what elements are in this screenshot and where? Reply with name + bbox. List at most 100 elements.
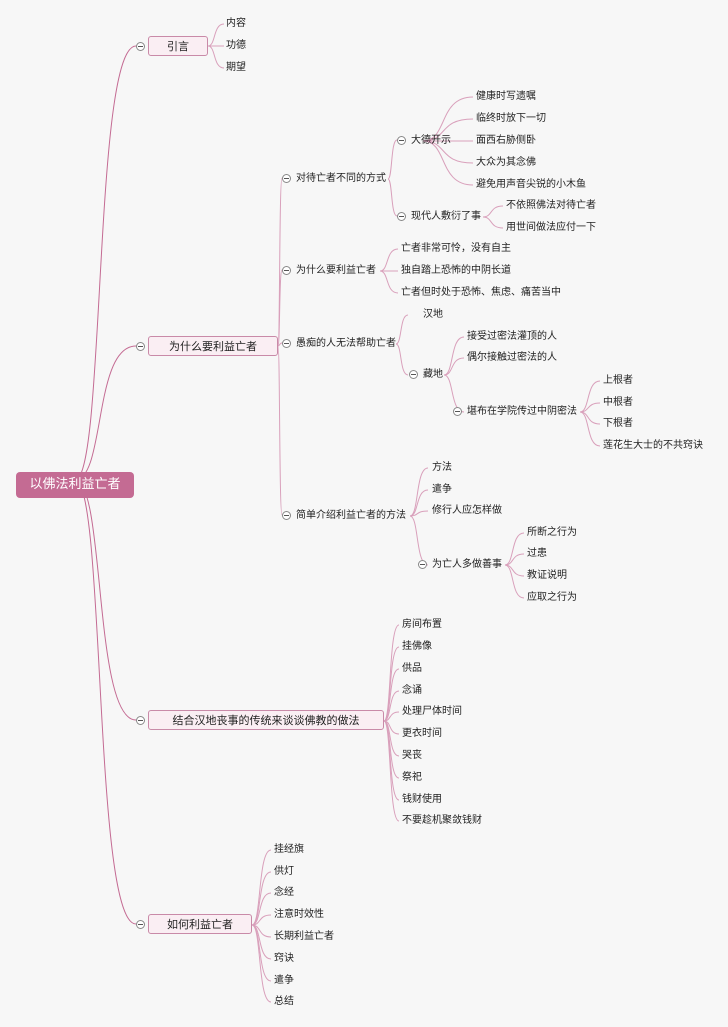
- topic-item[interactable]: 用世间做法应付一下: [506, 222, 596, 233]
- topic-methods[interactable]: 简单介绍利益亡者的方法: [296, 510, 406, 521]
- topic-item[interactable]: 窍诀: [274, 953, 294, 964]
- collapse-icon[interactable]: [418, 560, 427, 569]
- branch-link: [251, 914, 272, 926]
- collapse-icon[interactable]: [136, 42, 145, 51]
- branch-link: [383, 690, 400, 722]
- collapse-icon[interactable]: [282, 339, 291, 348]
- topic-hope[interactable]: 期望: [226, 62, 246, 73]
- collapse-icon[interactable]: [282, 511, 291, 520]
- topic-item[interactable]: 念诵: [402, 685, 422, 696]
- topic-tibet[interactable]: 藏地: [423, 369, 443, 380]
- topic-item[interactable]: 注意时效性: [274, 909, 324, 920]
- topic-reason[interactable]: 为什么要利益亡者: [296, 265, 376, 276]
- branch-link: [443, 357, 465, 376]
- topic-item[interactable]: 更衣时间: [402, 728, 442, 739]
- branch-link: [443, 374, 465, 413]
- branch-link: [277, 345, 283, 516]
- topic-ways[interactable]: 对待亡者不同的方式: [296, 173, 386, 184]
- collapse-icon[interactable]: [136, 920, 145, 929]
- topic-foolish[interactable]: 愚痴的人无法帮助亡者: [296, 338, 396, 349]
- collapse-icon[interactable]: [136, 342, 145, 351]
- topic-item[interactable]: 长期利益亡者: [274, 931, 334, 942]
- topic-item[interactable]: 总结: [274, 996, 294, 1007]
- branch-how[interactable]: 如何利益亡者: [148, 914, 252, 934]
- topic-item[interactable]: 过患: [527, 548, 547, 559]
- topic-item[interactable]: 钱财使用: [402, 794, 442, 805]
- topic-item[interactable]: 亡者非常可怜，没有自主: [401, 243, 511, 254]
- collapse-icon[interactable]: [397, 212, 406, 221]
- collapse-icon[interactable]: [397, 136, 406, 145]
- branch-intro[interactable]: 引言: [148, 36, 208, 56]
- topic-content[interactable]: 内容: [226, 18, 246, 29]
- branch-link: [383, 720, 400, 822]
- topic-item[interactable]: 健康时写遗嘱: [476, 91, 536, 102]
- topic-item[interactable]: 遣争: [432, 484, 452, 495]
- root-topic[interactable]: 以佛法利益亡者: [16, 472, 134, 498]
- topic-item[interactable]: 偶尔接触过密法的人: [467, 352, 557, 363]
- topic-good[interactable]: 为亡人多做善事: [432, 559, 502, 570]
- branch-link: [277, 269, 283, 347]
- topic-item[interactable]: 避免用声音尖锐的小木鱼: [476, 179, 586, 190]
- topic-item[interactable]: 中根者: [603, 397, 633, 408]
- topic-item[interactable]: 应取之行为: [527, 592, 577, 603]
- branch-link: [409, 467, 429, 517]
- topic-item[interactable]: 不要趁机聚敛钱财: [402, 815, 482, 826]
- branch-link: [422, 96, 474, 142]
- topic-item[interactable]: 上根者: [603, 375, 633, 386]
- topic-item[interactable]: 教证说明: [527, 570, 567, 581]
- branch-link: [504, 564, 525, 599]
- branch-link: [379, 270, 399, 294]
- topic-item[interactable]: 莲花生大士的不共窍诀: [603, 440, 703, 451]
- branch-link: [422, 118, 474, 142]
- branch-link: [251, 871, 272, 926]
- branch-link: [409, 515, 429, 566]
- topic-item[interactable]: 供品: [402, 663, 422, 674]
- topic-item[interactable]: 不依照佛法对待亡者: [506, 200, 596, 211]
- collapse-icon[interactable]: [282, 266, 291, 275]
- topic-item[interactable]: 所断之行为: [527, 527, 577, 538]
- topic-item[interactable]: 临终时放下一切: [476, 113, 546, 124]
- topic-item[interactable]: 祭祀: [402, 772, 422, 783]
- topic-spread[interactable]: 堪布在学院传过中阴密法: [467, 406, 577, 417]
- collapse-icon[interactable]: [453, 407, 462, 416]
- branch-why[interactable]: 为什么要利益亡者: [148, 336, 278, 356]
- branch-link: [409, 489, 429, 517]
- topic-item[interactable]: 大众为其念佛: [476, 157, 536, 168]
- topic-item[interactable]: 独自踏上恐怖的中阴长道: [401, 265, 511, 276]
- branch-link: [387, 178, 398, 217]
- branch-link: [482, 205, 504, 218]
- branch-link: [277, 342, 283, 347]
- topic-item[interactable]: 遣争: [274, 975, 294, 986]
- branch-link: [387, 139, 398, 180]
- topic-han[interactable]: 汉地: [423, 309, 443, 320]
- branch-link: [395, 314, 409, 345]
- topic-item[interactable]: 处理尸体时间: [402, 706, 462, 717]
- branch-link: [443, 336, 465, 376]
- collapse-icon[interactable]: [409, 370, 418, 379]
- topic-item[interactable]: 方法: [432, 462, 452, 473]
- topic-item[interactable]: 挂经旗: [274, 844, 304, 855]
- branch-link: [579, 380, 601, 413]
- branch-link: [409, 510, 429, 517]
- topic-item[interactable]: 房间布置: [402, 619, 442, 630]
- topic-item[interactable]: 亡者但时处于恐怖、焦虑、痛苦当中: [401, 287, 561, 298]
- topic-item[interactable]: 挂佛像: [402, 641, 432, 652]
- topic-item[interactable]: 下根者: [603, 418, 633, 429]
- topic-dade[interactable]: 大德开示: [411, 135, 451, 146]
- branch-link: [579, 402, 601, 413]
- collapse-icon[interactable]: [282, 174, 291, 183]
- topic-item[interactable]: 面西右胁侧卧: [476, 135, 536, 146]
- collapse-icon[interactable]: [136, 716, 145, 725]
- topic-modern[interactable]: 现代人敷衍了事: [411, 211, 481, 222]
- topic-item[interactable]: 供灯: [274, 866, 294, 877]
- branch-tradition[interactable]: 结合汉地丧事的传统来谈谈佛教的做法: [148, 710, 384, 730]
- root-link: [74, 479, 137, 721]
- branch-link: [383, 711, 400, 722]
- topic-item[interactable]: 修行人应怎样做: [432, 505, 502, 516]
- topic-item[interactable]: 念经: [274, 887, 294, 898]
- topic-item[interactable]: 接受过密法灌顶的人: [467, 331, 557, 342]
- branch-link: [251, 924, 272, 960]
- topic-item[interactable]: 哭丧: [402, 750, 422, 761]
- branch-link: [251, 892, 272, 926]
- topic-merit[interactable]: 功德: [226, 40, 246, 51]
